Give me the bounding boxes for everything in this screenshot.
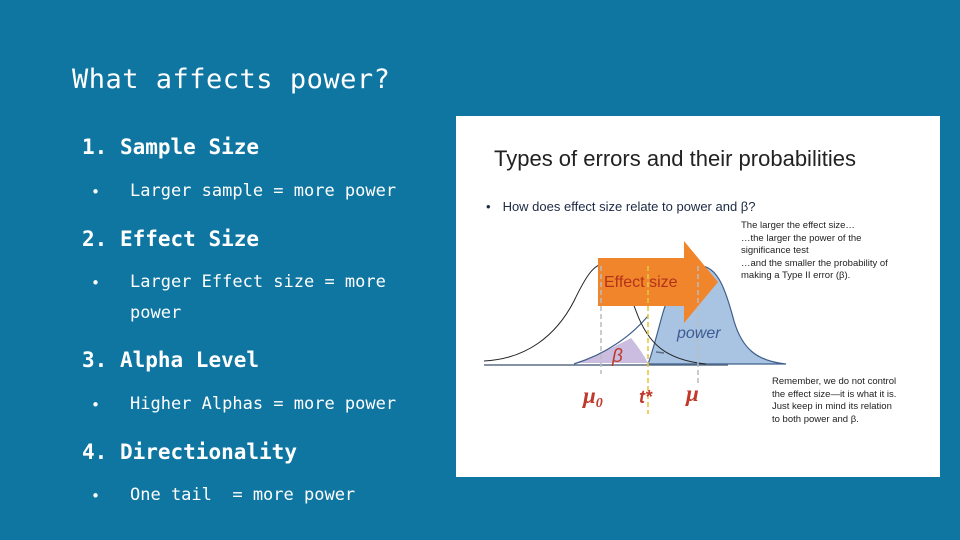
beta-label: β — [611, 346, 623, 367]
list-item-4-label: Directionality — [119, 440, 297, 464]
figure-note-bottom: Remember, we do not control the effect s… — [772, 376, 897, 425]
bullet-dot: • — [91, 274, 101, 292]
figure-question: • How does effect size relate to power an… — [486, 199, 756, 214]
list-item-3-heading: 3. Alpha Level — [82, 348, 259, 372]
list-item-3-bullet: Higher Alphas = more power — [130, 394, 397, 414]
slide-title: What affects power? — [72, 64, 391, 95]
bullet-dot: • — [91, 396, 101, 414]
mu0-subscript: 0 — [596, 396, 603, 411]
list-item-1-bullet: Larger sample = more power — [130, 181, 397, 201]
figure-question-bullet: • — [486, 199, 491, 214]
list-item-2-number: 2. — [82, 227, 108, 251]
effect-size-figure: Types of errors and their probabilities … — [456, 116, 940, 477]
list-item-2-label: Effect Size — [119, 227, 260, 251]
list-item-4-bullet: One tail = more power — [130, 485, 356, 505]
effect-size-label: Effect size — [604, 274, 678, 291]
list-item-4-number: 4. — [82, 440, 108, 464]
bullet-dot: • — [91, 487, 101, 505]
list-item-1-heading: 1. Sample Size — [82, 135, 259, 159]
list-item-3-number: 3. — [82, 348, 108, 372]
figure-question-text: How does effect size relate to power and… — [502, 199, 756, 214]
effect-size-arrow — [598, 241, 718, 323]
list-item-3-label: Alpha Level — [119, 348, 260, 372]
list-item-2-heading: 2. Effect Size — [82, 227, 259, 251]
list-item-1-label: Sample Size — [119, 135, 260, 159]
distribution-diagram: Effect size power β μ0 t* μ — [483, 241, 787, 414]
figure-note-top: The larger the effect size… …the larger … — [741, 220, 888, 281]
power-label: power — [676, 325, 721, 342]
list-item-1-number: 1. — [82, 135, 108, 159]
mu0-label: μ0 — [582, 383, 603, 411]
figure-title: Types of errors and their probabilities — [494, 146, 856, 171]
bullet-dot: • — [91, 183, 101, 201]
alt-distribution-left-tail — [573, 315, 649, 365]
list-item-2-bullet-line1: Larger Effect size = more — [130, 272, 386, 292]
beta-region — [574, 338, 648, 363]
mu-label: μ — [685, 381, 699, 406]
mu0-symbol: μ — [582, 383, 596, 408]
list-item-2-bullet-line2: power — [130, 303, 182, 323]
beta-pointer — [655, 351, 665, 354]
tstar-label: t* — [639, 387, 653, 407]
list-item-4-heading: 4. Directionality — [82, 440, 297, 464]
